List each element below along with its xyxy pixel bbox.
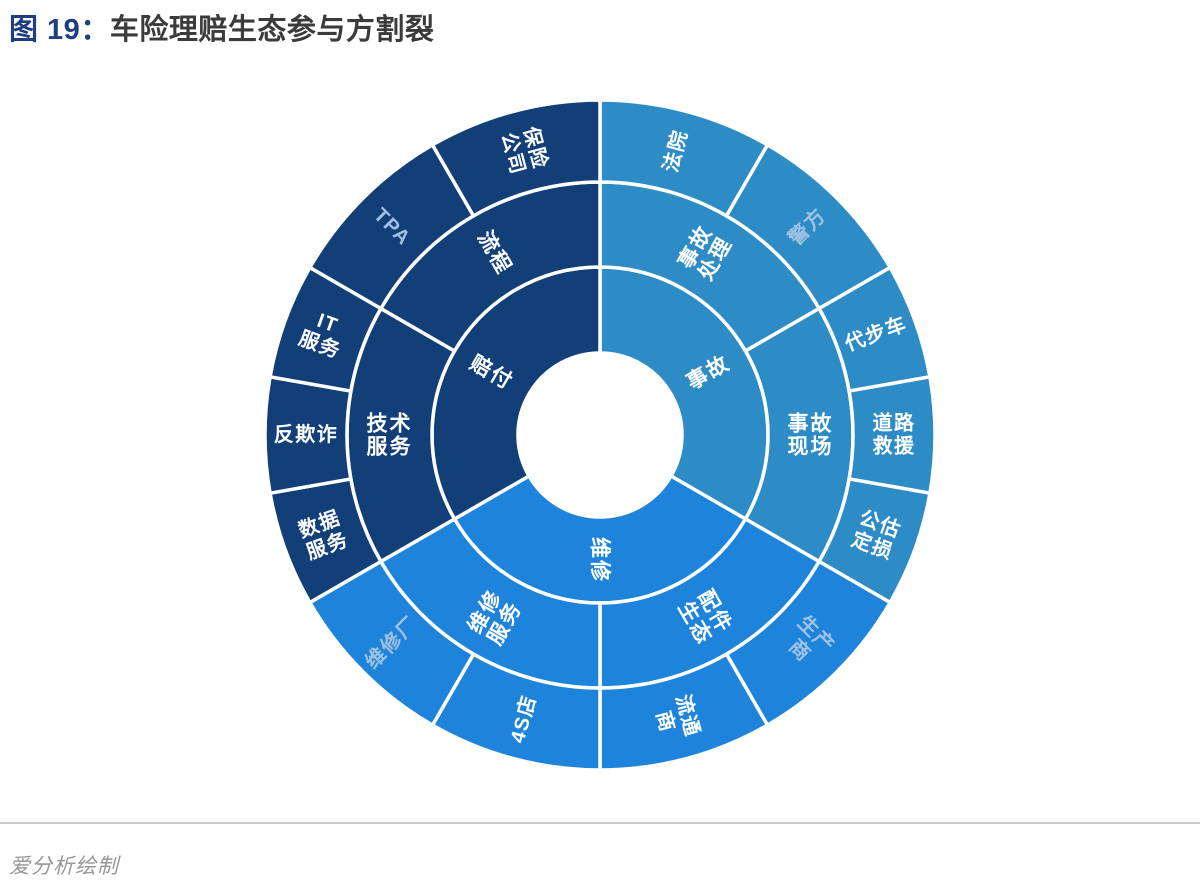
label-repair: 维修 [589,537,613,583]
figure-title: 车险理赔生态参与方割裂 [109,14,435,46]
page-title: 图 19：车险理赔生态参与方割裂 [9,6,434,48]
label-road-rescue: 道路救援 [873,411,916,458]
figure-number: 图 19： [9,14,110,46]
label-technical-service: 技术服务 [367,412,413,458]
chart-area: 事故事故处理法院警方事故现场代步车道路救援公估定损维修配件生态生产商流通商维修服… [260,95,940,775]
source-note: 爱分析绘制 [9,855,119,878]
label-accident-scene: 事故现场 [788,411,834,458]
footer-divider [0,822,1200,824]
sunburst-chart: 事故事故处理法院警方事故现场代步车道路救援公估定损维修配件生态生产商流通商维修服… [263,98,937,772]
segment-insurance-company [430,98,602,218]
label-anti-fraud: 反欺诈 [274,422,339,446]
